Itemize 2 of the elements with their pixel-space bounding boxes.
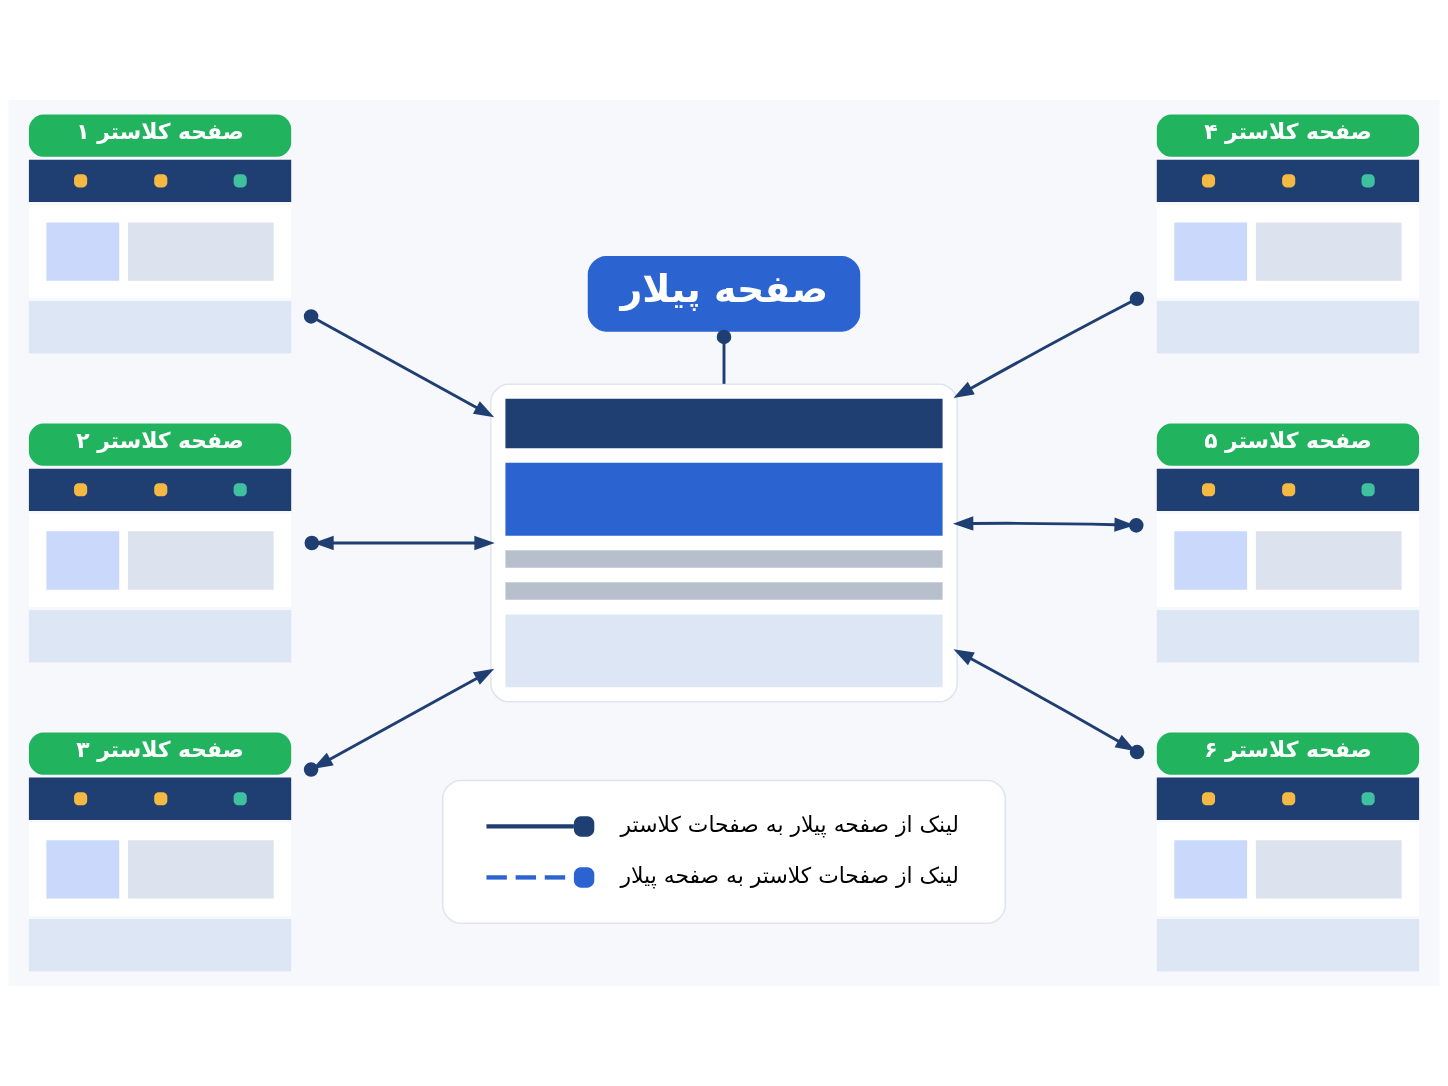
- legend-label: لینک از صفحات کلاستر به صفحه پیلار: [620, 862, 959, 888]
- legend-label: لینک از صفحه پیلار به صفحات کلاستر: [620, 811, 959, 837]
